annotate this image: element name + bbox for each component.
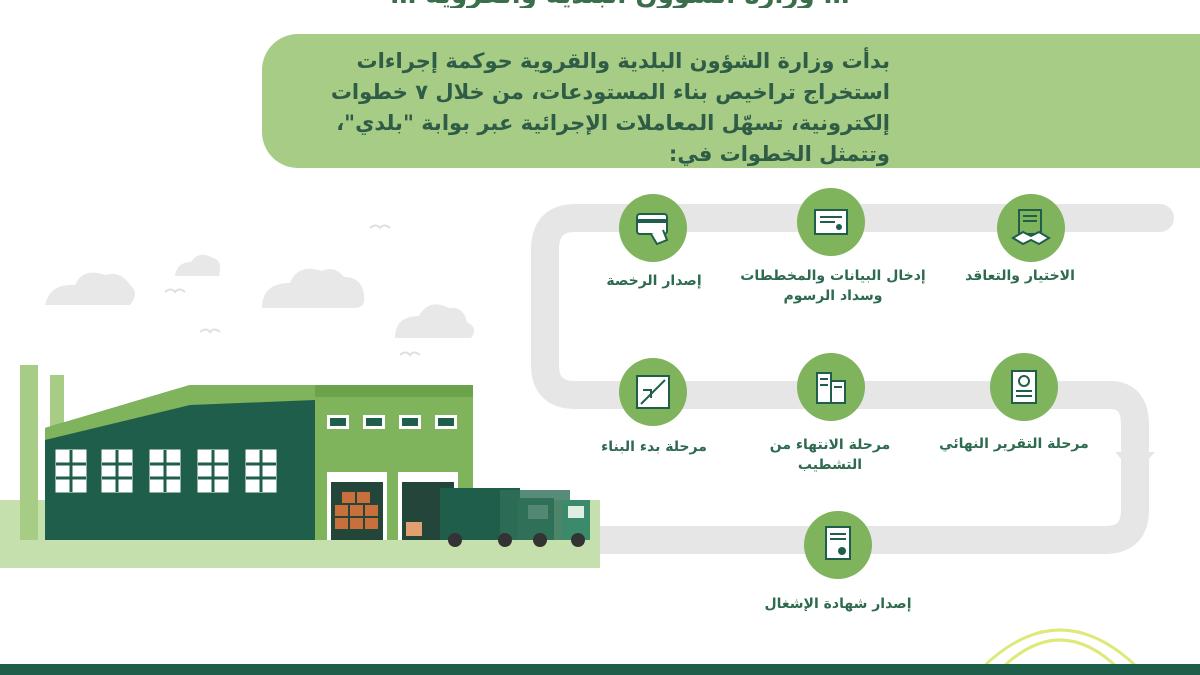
- step-1-label: الاختيار والتعاقد: [965, 268, 1075, 284]
- buildings-icon: [816, 372, 846, 404]
- partial-headline: … وزارة الشؤون البلدية والقروية …: [240, 0, 1000, 8]
- step-2-icon-circle: [797, 188, 865, 256]
- step-7-label: إصدار شهادة الإشغال: [764, 596, 912, 612]
- path-arrow: [1115, 452, 1155, 475]
- step-5-icon-circle: [797, 353, 865, 421]
- certificate-icon: [825, 526, 851, 560]
- footer-bar: [0, 664, 1200, 675]
- decorative-rings: [978, 628, 1142, 672]
- step-1-icon-circle: [997, 194, 1065, 262]
- step-3-icon-circle: [619, 194, 687, 262]
- report-icon: [1011, 370, 1037, 404]
- step-6-icon-circle: [990, 353, 1058, 421]
- step-6-label: مرحلة التقرير النهائي: [939, 436, 1089, 452]
- intro-banner: [262, 34, 1200, 168]
- step-4-icon-circle: [619, 358, 687, 426]
- clouds: [45, 254, 475, 338]
- warehouse-illustration: [20, 365, 473, 540]
- document-certificate-icon: [814, 209, 848, 235]
- payment-card-icon: [636, 213, 669, 246]
- intro-text: بدأت وزارة الشؤون البلدية والقروية حوكمة…: [330, 49, 890, 166]
- step-4-label: مرحلة بدء البناء: [601, 439, 707, 455]
- blueprint-icon: [636, 375, 670, 409]
- trucks-illustration: [440, 488, 590, 547]
- step-3-label: إصدار الرخصة: [606, 273, 702, 289]
- handshake-contract-icon: [1011, 209, 1051, 246]
- step-5-label: مرحلة الانتهاء من التشطيب: [769, 437, 891, 473]
- birds: [164, 224, 421, 357]
- step-7-icon-circle: [804, 511, 872, 579]
- step-2-label: إدخال البيانات والمخططات وسداد الرسوم: [740, 268, 926, 304]
